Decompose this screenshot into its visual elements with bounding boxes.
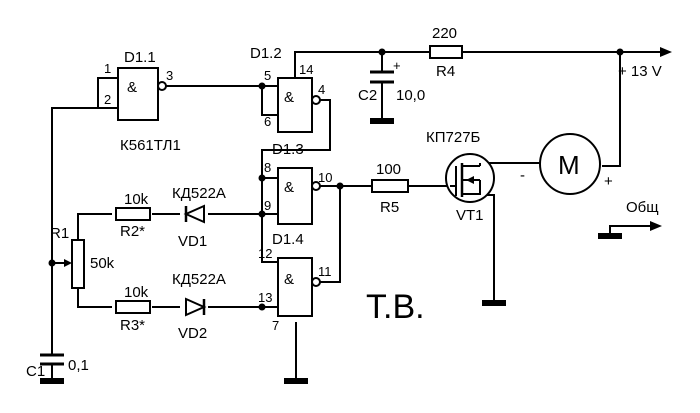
resistor-r2: 10k R2* (115, 191, 151, 240)
r3-value: 10k (124, 284, 149, 301)
chip-type-label: К561ТЛ1 (120, 137, 181, 154)
motor-symbol: M (558, 150, 580, 180)
pin-7: 7 (272, 318, 279, 333)
capacitor-c1: C1 0,1 (26, 353, 89, 384)
resistor-r4: 220 R4 (429, 25, 463, 80)
gate-d1-1: & D1.1 1 2 3 К561ТЛ1 (104, 49, 181, 154)
c2-value: 10,0 (396, 87, 425, 104)
gate-d1-3: & D1.3 8 9 10 (264, 141, 332, 225)
pin-13: 13 (258, 290, 272, 305)
capacitor-c2: + C2 10,0 (358, 58, 425, 124)
r5-name: R5 (380, 199, 399, 216)
motor-plus: + (604, 173, 613, 190)
junction-dots (48, 48, 624, 311)
gate-d1-1-symbol: & (127, 79, 137, 96)
r4-name: R4 (436, 63, 455, 80)
gate-d1-3-symbol: & (284, 179, 294, 196)
c1-value: 0,1 (68, 357, 89, 374)
resistor-r3: 10k R3* (115, 284, 151, 334)
r5-value: 100 (376, 161, 401, 178)
c2-polarity: + (393, 58, 401, 73)
pin-8: 8 (264, 160, 271, 175)
r3-name: R3* (120, 317, 145, 334)
pin-11: 11 (318, 264, 332, 279)
vd1-type: КД522А (172, 185, 226, 202)
gate-d1-4: & D1.4 12 13 11 7 (258, 231, 332, 333)
pin-5: 5 (264, 68, 271, 83)
gate-d1-1-name: D1.1 (124, 49, 156, 66)
pin-14: 14 (299, 62, 313, 77)
gate-d1-3-name: D1.3 (272, 141, 304, 158)
r4-value: 220 (432, 25, 457, 42)
resistor-r5: 100 R5 (371, 161, 409, 216)
signature: Т.В. (366, 288, 425, 326)
c2-name: C2 (358, 87, 377, 104)
pin-6: 6 (264, 114, 271, 129)
pin-4: 4 (318, 82, 325, 97)
r2-name: R2* (120, 223, 145, 240)
c1-name: C1 (26, 363, 45, 380)
gate-d1-4-symbol: & (284, 271, 294, 288)
transistor-vt1: КП727Б VT1 (426, 129, 506, 306)
wires (51, 51, 662, 378)
gate-d1-2-name: D1.2 (250, 45, 282, 62)
vt1-type: КП727Б (426, 129, 481, 146)
vd2-name: VD2 (178, 325, 207, 342)
vt1-name: VT1 (456, 207, 484, 224)
diode-vd1: КД522А VD1 (172, 185, 226, 250)
motor: M - + (520, 133, 613, 195)
ground-label: Общ (626, 199, 659, 216)
pin-3: 3 (166, 68, 173, 83)
diode-vd2: КД522А VD2 (172, 271, 226, 342)
ground-d1-4 (284, 378, 308, 384)
r1-value: 50k (90, 255, 115, 272)
pin-1: 1 (104, 61, 111, 76)
gate-d1-2: & D1.2 5 6 14 4 (250, 45, 325, 133)
vd1-name: VD1 (178, 233, 207, 250)
vd2-type: КД522А (172, 271, 226, 288)
r2-value: 10k (124, 191, 149, 208)
supply-label: + 13 V (618, 63, 662, 80)
gate-d1-4-name: D1.4 (272, 231, 304, 248)
general-ground: Общ (598, 199, 659, 239)
pin-12: 12 (258, 246, 272, 261)
pin-10: 10 (318, 170, 332, 185)
supply-arrow (660, 47, 672, 57)
r1-name: R1 (50, 225, 69, 242)
resistor-r1: R1 50k (50, 225, 115, 289)
motor-minus: - (520, 167, 525, 184)
gate-d1-2-symbol: & (284, 89, 294, 106)
pin-9: 9 (264, 198, 271, 213)
pin-2: 2 (104, 92, 111, 107)
